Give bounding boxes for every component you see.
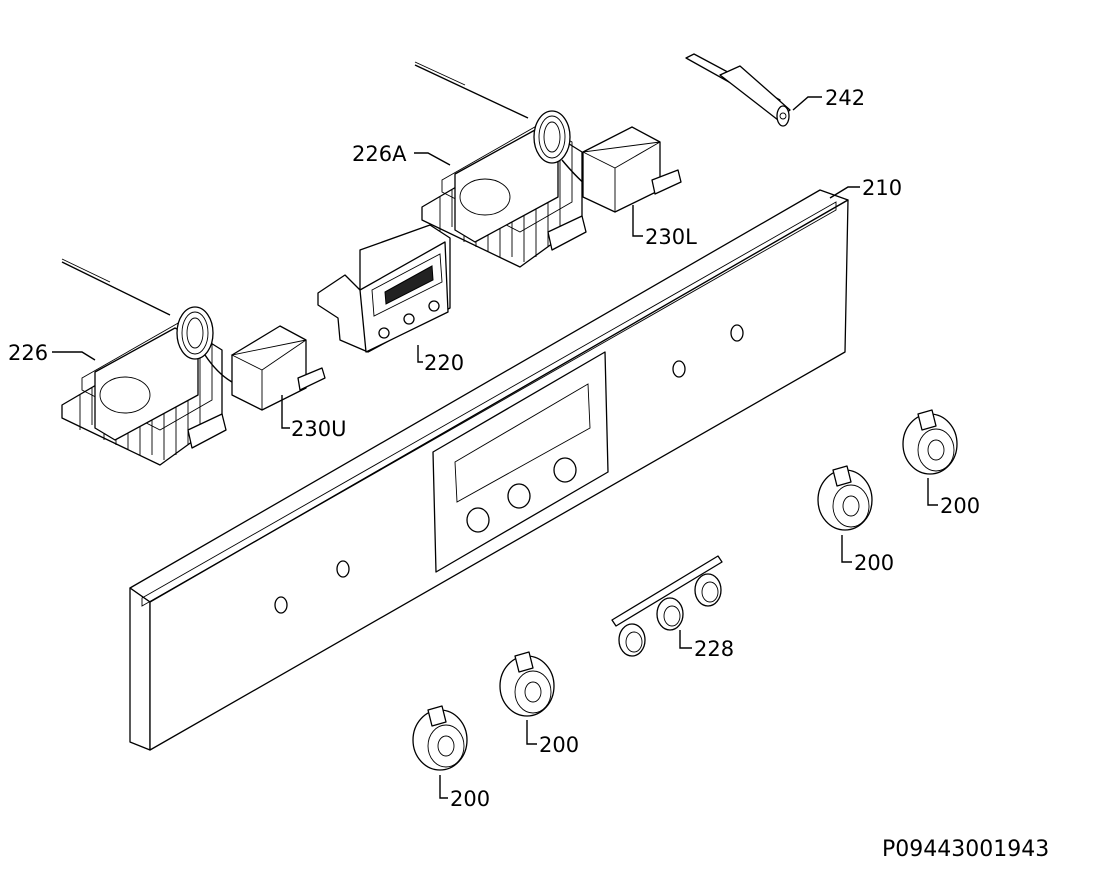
- knob-200-b: [499, 651, 555, 717]
- sensor-242: [685, 53, 791, 127]
- label-200-c: 200: [854, 551, 894, 575]
- part-labels: 210 220 226 226A 228 230U 230L 242 200 2…: [8, 86, 980, 811]
- label-230L: 230L: [645, 225, 697, 249]
- label-200-d: 200: [940, 494, 980, 518]
- label-226A: 226A: [352, 142, 407, 166]
- label-226: 226: [8, 341, 48, 365]
- label-242: 242: [825, 86, 865, 110]
- label-228: 228: [694, 637, 734, 661]
- knob-200-d: [902, 409, 958, 475]
- knob-200-a: [412, 705, 468, 771]
- label-220: 220: [424, 351, 464, 375]
- selector-switch-226: [61, 321, 227, 466]
- label-200-a: 200: [450, 787, 490, 811]
- knob-200-c: [817, 465, 873, 531]
- timer-clock-220: [317, 224, 451, 353]
- thermostat-230L: [414, 61, 682, 213]
- label-210: 210: [862, 176, 902, 200]
- leader-lines: [52, 96, 938, 799]
- label-230U: 230U: [291, 417, 346, 441]
- drawing-code: P09443001943: [882, 837, 1049, 862]
- thermostat-230U: [61, 258, 326, 411]
- selector-switch-226A: [421, 123, 587, 268]
- push-buttons-228: [611, 555, 723, 657]
- control-panel-210: [129, 189, 849, 751]
- label-200-b: 200: [539, 733, 579, 757]
